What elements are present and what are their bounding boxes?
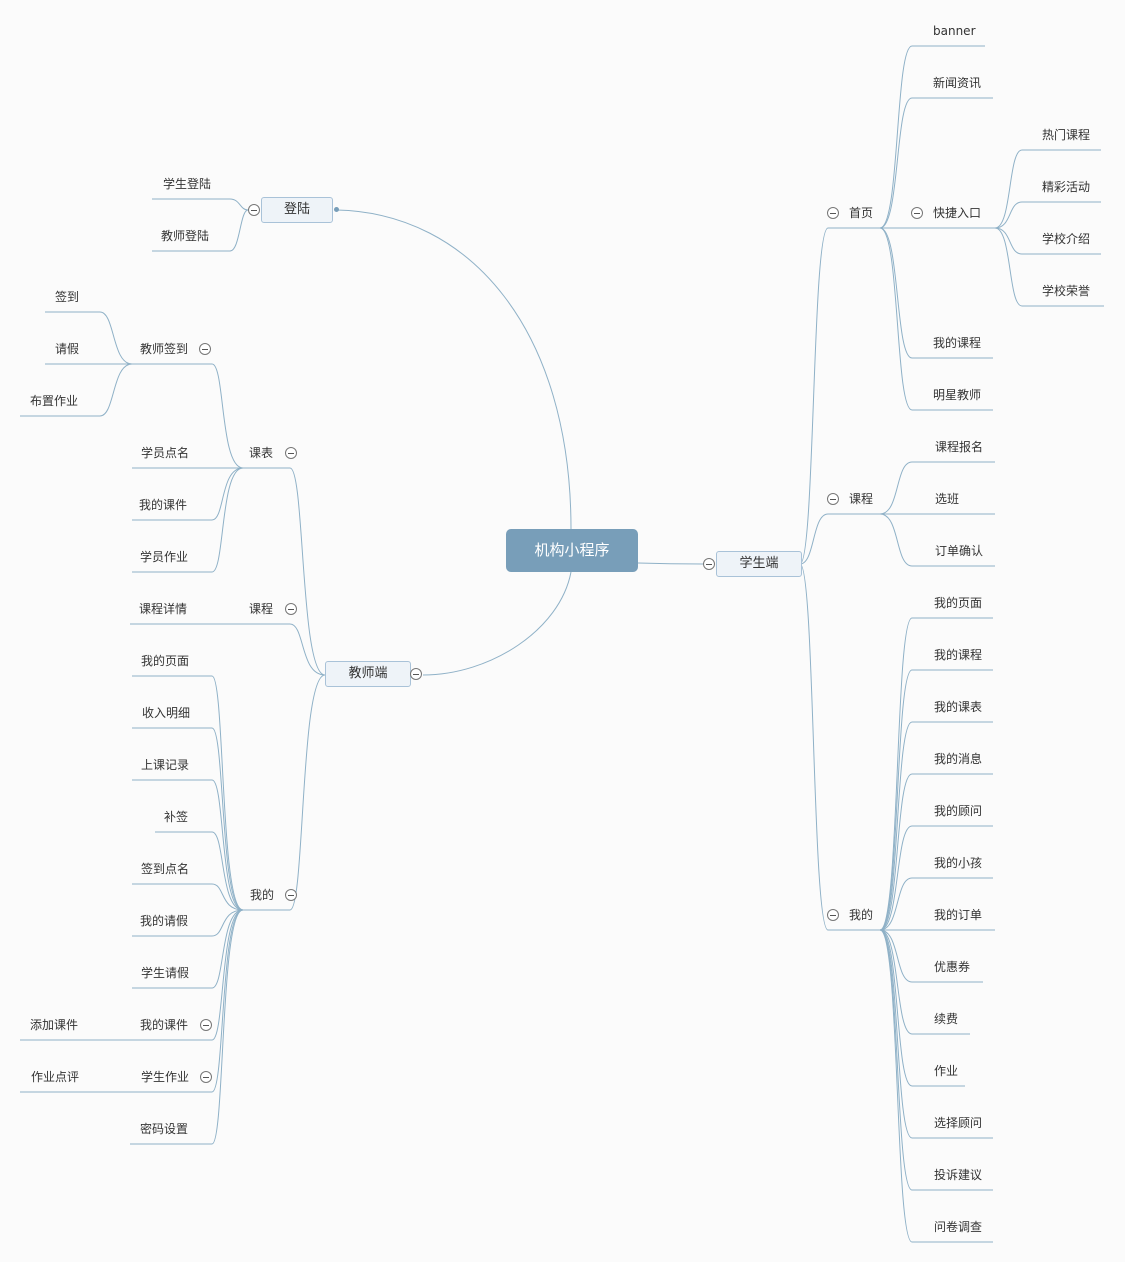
wire-root-teacher bbox=[422, 571, 572, 676]
home-collapse-icon[interactable] bbox=[827, 207, 839, 219]
shortcut-item[interactable]: 精彩活动 bbox=[1042, 180, 1091, 194]
student-course-collapse-icon[interactable] bbox=[827, 493, 839, 505]
courseware-collapse-icon[interactable] bbox=[200, 1019, 212, 1031]
timetable-collapse-icon[interactable] bbox=[285, 447, 297, 459]
home-item[interactable]: 明星教师 bbox=[933, 388, 982, 402]
shortcut-collapse-icon[interactable] bbox=[911, 207, 923, 219]
signin-collapse-icon[interactable] bbox=[199, 343, 211, 355]
student-course-item[interactable]: 选班 bbox=[935, 492, 960, 506]
home-item[interactable]: 我的课程 bbox=[933, 336, 982, 350]
student-mine-item[interactable]: 我的顾问 bbox=[934, 804, 983, 818]
shortcut-item[interactable]: 热门课程 bbox=[1042, 128, 1091, 142]
student-mine[interactable]: 我的 bbox=[849, 908, 874, 922]
signin-sign[interactable]: 签到 bbox=[55, 290, 80, 304]
student-mine-item[interactable]: 优惠券 bbox=[934, 960, 971, 974]
timetable-courseware[interactable]: 我的课件 bbox=[139, 498, 188, 512]
student-mine-item[interactable]: 问卷调查 bbox=[934, 1220, 983, 1234]
student-mine-item[interactable]: 选择顾问 bbox=[934, 1116, 983, 1130]
teacher-mine-item[interactable]: 补签 bbox=[164, 810, 189, 824]
student-mine-item[interactable]: 我的课程 bbox=[934, 648, 983, 662]
teacher-collapse-icon[interactable] bbox=[410, 668, 422, 680]
home-shortcut[interactable]: 快捷入口 bbox=[933, 206, 982, 220]
teacher-mine-collapse-icon[interactable] bbox=[285, 889, 297, 901]
shortcut-item[interactable]: 学校介绍 bbox=[1042, 232, 1091, 246]
student-mine-item[interactable]: 我的页面 bbox=[934, 596, 983, 610]
shortcut-item[interactable]: 学校荣誉 bbox=[1042, 284, 1091, 298]
teacher-node[interactable]: 教师端 bbox=[325, 661, 411, 687]
login-collapse-icon[interactable] bbox=[248, 204, 260, 216]
teacher-mine-item[interactable]: 签到点名 bbox=[141, 862, 190, 876]
login-connector-dot bbox=[334, 207, 339, 212]
teacher-mine-item[interactable]: 密码设置 bbox=[140, 1122, 189, 1136]
student-mine-item[interactable]: 我的订单 bbox=[934, 908, 983, 922]
teacher-mine-item[interactable]: 我的课件 bbox=[140, 1018, 189, 1032]
wire-root-student bbox=[637, 562, 704, 565]
student-home[interactable]: 首页 bbox=[849, 206, 874, 220]
signin-leave[interactable]: 请假 bbox=[55, 342, 80, 356]
teacher-mine-item[interactable]: 学生请假 bbox=[141, 966, 190, 980]
teacher-mine-item[interactable]: 收入明细 bbox=[142, 706, 191, 720]
homework-review[interactable]: 作业点评 bbox=[31, 1070, 80, 1084]
root-node[interactable]: 机构小程序 bbox=[506, 529, 638, 572]
student-course-item[interactable]: 订单确认 bbox=[935, 544, 984, 558]
teacher-mine-item[interactable]: 上课记录 bbox=[141, 758, 190, 772]
timetable-student-homework[interactable]: 学员作业 bbox=[140, 550, 189, 564]
login-teacher[interactable]: 教师登陆 bbox=[161, 229, 210, 243]
student-course-item[interactable]: 课程报名 bbox=[935, 440, 984, 454]
teacher-mine[interactable]: 我的 bbox=[250, 888, 275, 902]
student-mine-item[interactable]: 投诉建议 bbox=[934, 1168, 983, 1182]
home-item[interactable]: 新闻资讯 bbox=[933, 76, 982, 90]
teacher-mine-item[interactable]: 我的页面 bbox=[141, 654, 190, 668]
teacher-signin[interactable]: 教师签到 bbox=[140, 342, 189, 356]
teacher-timetable[interactable]: 课表 bbox=[249, 446, 274, 460]
student-mine-item[interactable]: 我的消息 bbox=[934, 752, 983, 766]
login-node[interactable]: 登陆 bbox=[261, 197, 333, 223]
student-mine-item[interactable]: 我的小孩 bbox=[934, 856, 983, 870]
homework-collapse-icon[interactable] bbox=[200, 1071, 212, 1083]
teacher-mine-item[interactable]: 学生作业 bbox=[141, 1070, 190, 1084]
teacher-course-collapse-icon[interactable] bbox=[285, 603, 297, 615]
signin-homework[interactable]: 布置作业 bbox=[30, 394, 79, 408]
student-mine-item[interactable]: 作业 bbox=[934, 1064, 959, 1078]
courseware-add[interactable]: 添加课件 bbox=[30, 1018, 79, 1032]
home-item[interactable]: banner bbox=[933, 24, 976, 38]
teacher-mine-item[interactable]: 我的请假 bbox=[140, 914, 189, 928]
student-mine-item[interactable]: 我的课表 bbox=[934, 700, 983, 714]
teacher-course[interactable]: 课程 bbox=[249, 602, 274, 616]
wire-root-login bbox=[336, 209, 572, 530]
course-detail[interactable]: 课程详情 bbox=[139, 602, 188, 616]
student-mine-item[interactable]: 续费 bbox=[934, 1012, 959, 1026]
student-node[interactable]: 学生端 bbox=[716, 551, 802, 577]
student-collapse-icon[interactable] bbox=[703, 558, 715, 570]
login-student[interactable]: 学生登陆 bbox=[163, 177, 212, 191]
student-mine-collapse-icon[interactable] bbox=[827, 909, 839, 921]
student-course[interactable]: 课程 bbox=[849, 492, 874, 506]
timetable-rollcall[interactable]: 学员点名 bbox=[141, 446, 190, 460]
